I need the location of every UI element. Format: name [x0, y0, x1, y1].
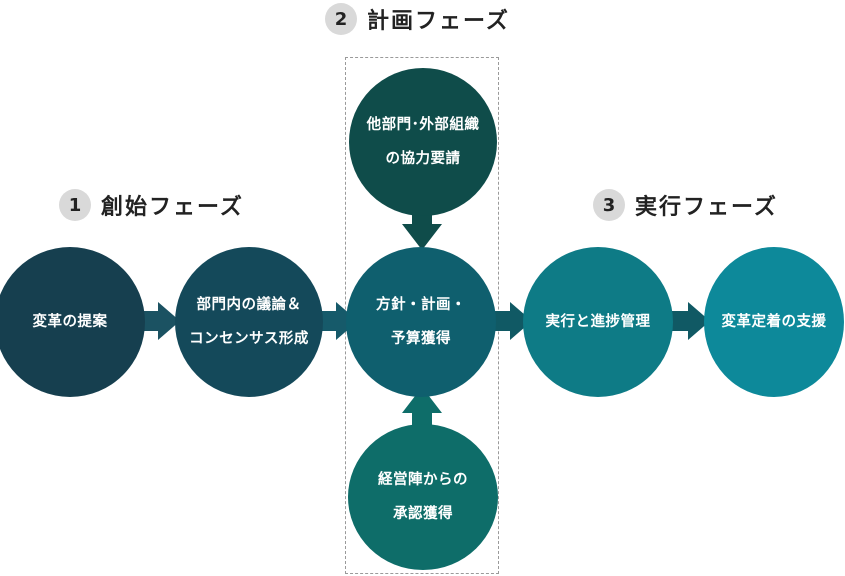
phase-3-name: 実行フェーズ: [635, 195, 778, 220]
node-execution-text: 実行と進捗管理: [545, 314, 651, 330]
node-establish-text: 変革定着の支援: [721, 314, 827, 330]
arrow-proposal-to-discussion: [138, 302, 180, 340]
arrow-shape: [402, 387, 442, 433]
phase-1-label: 1 創始フェーズ: [59, 189, 244, 221]
arrow-shape: [316, 302, 358, 340]
node-establish: 変革定着の支援: [704, 247, 844, 397]
node-policy-text-2: 予算獲得: [391, 331, 451, 347]
arrow-shape: [488, 302, 532, 340]
node-cooperation-text-2: の協力要請: [385, 151, 461, 167]
node-cooperation: 他部門･外部組織 の協力要請: [349, 68, 497, 216]
node-execution: 実行と進捗管理: [523, 247, 673, 397]
arrow-cooperation-down: [402, 204, 442, 250]
node-proposal-text: 変革の提案: [32, 314, 108, 330]
node-approval-text-1: 経営陣からの: [378, 472, 468, 488]
phase-3-label: 3 実行フェーズ: [593, 189, 778, 221]
node-discussion-text-1: 部門内の議論＆: [196, 297, 302, 313]
node-discussion-text-2: コンセンサス形成: [189, 331, 309, 347]
node-policy: 方針・計画・ 予算獲得: [346, 247, 496, 397]
node-approval-text-2: 承認獲得: [393, 506, 453, 522]
node-cooperation-text-1: 他部門･外部組織: [366, 117, 480, 133]
phase-2-name: 計画フェーズ: [367, 9, 510, 34]
arrow-shape: [138, 302, 180, 340]
phase-3-number: 3: [593, 189, 625, 221]
node-approval: 経営陣からの 承認獲得: [348, 424, 498, 570]
node-proposal: 変革の提案: [0, 247, 145, 397]
arrow-shape: [668, 302, 710, 340]
arrow-approval-up: [402, 387, 442, 433]
arrow-execution-to-establish: [668, 302, 710, 340]
arrow-discussion-to-policy: [316, 302, 358, 340]
node-policy-text-1: 方針・計画・: [376, 297, 466, 313]
phase-2-label: 2 計画フェーズ: [325, 3, 510, 35]
arrow-shape: [402, 204, 442, 250]
arrow-policy-to-execution: [488, 302, 532, 340]
node-discussion: 部門内の議論＆ コンセンサス形成: [175, 247, 323, 397]
phase-2-number: 2: [325, 3, 357, 35]
phase-1-number: 1: [59, 189, 91, 221]
phase-1-name: 創始フェーズ: [101, 195, 244, 220]
